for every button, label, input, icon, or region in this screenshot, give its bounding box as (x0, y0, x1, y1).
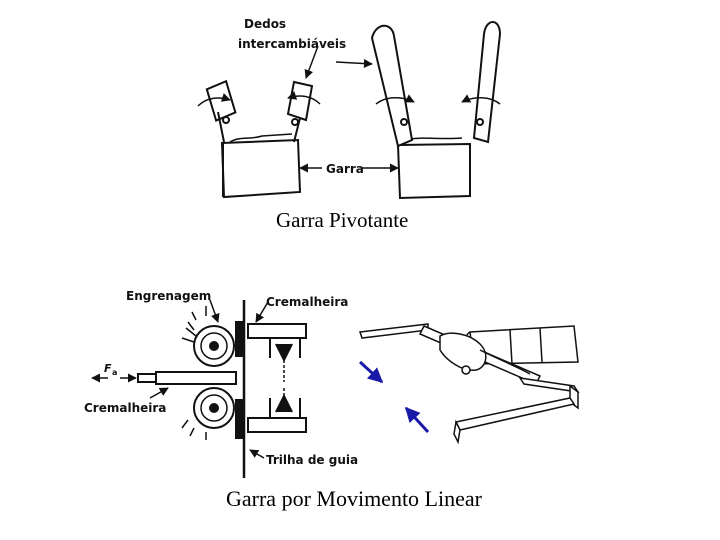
caption-pivot-gripper: Garra Pivotante (276, 208, 409, 232)
caption-linear-gripper: Garra por Movimento Linear (226, 486, 482, 511)
linear-gripper-perspective (358, 323, 580, 445)
label-guide: Trilha de guia (266, 453, 358, 467)
rack-gripper-mechanism (91, 299, 307, 478)
label-gripper: Garra (326, 162, 364, 176)
pivot-gripper-left (197, 79, 321, 199)
label-force: F (104, 362, 112, 375)
label-rack-left: Cremalheira (84, 401, 166, 415)
label-rack-top: Cremalheira (266, 295, 348, 309)
blue-motion-arrows (358, 360, 430, 434)
label-gear: Engrenagem (126, 289, 211, 303)
pivot-gripper-right (370, 21, 502, 200)
label-force-sub: a (112, 368, 117, 377)
label-fingers-line1: Dedos (244, 17, 286, 31)
leader-lines-top (299, 45, 399, 173)
label-fingers-line2: intercambiáveis (238, 37, 346, 51)
